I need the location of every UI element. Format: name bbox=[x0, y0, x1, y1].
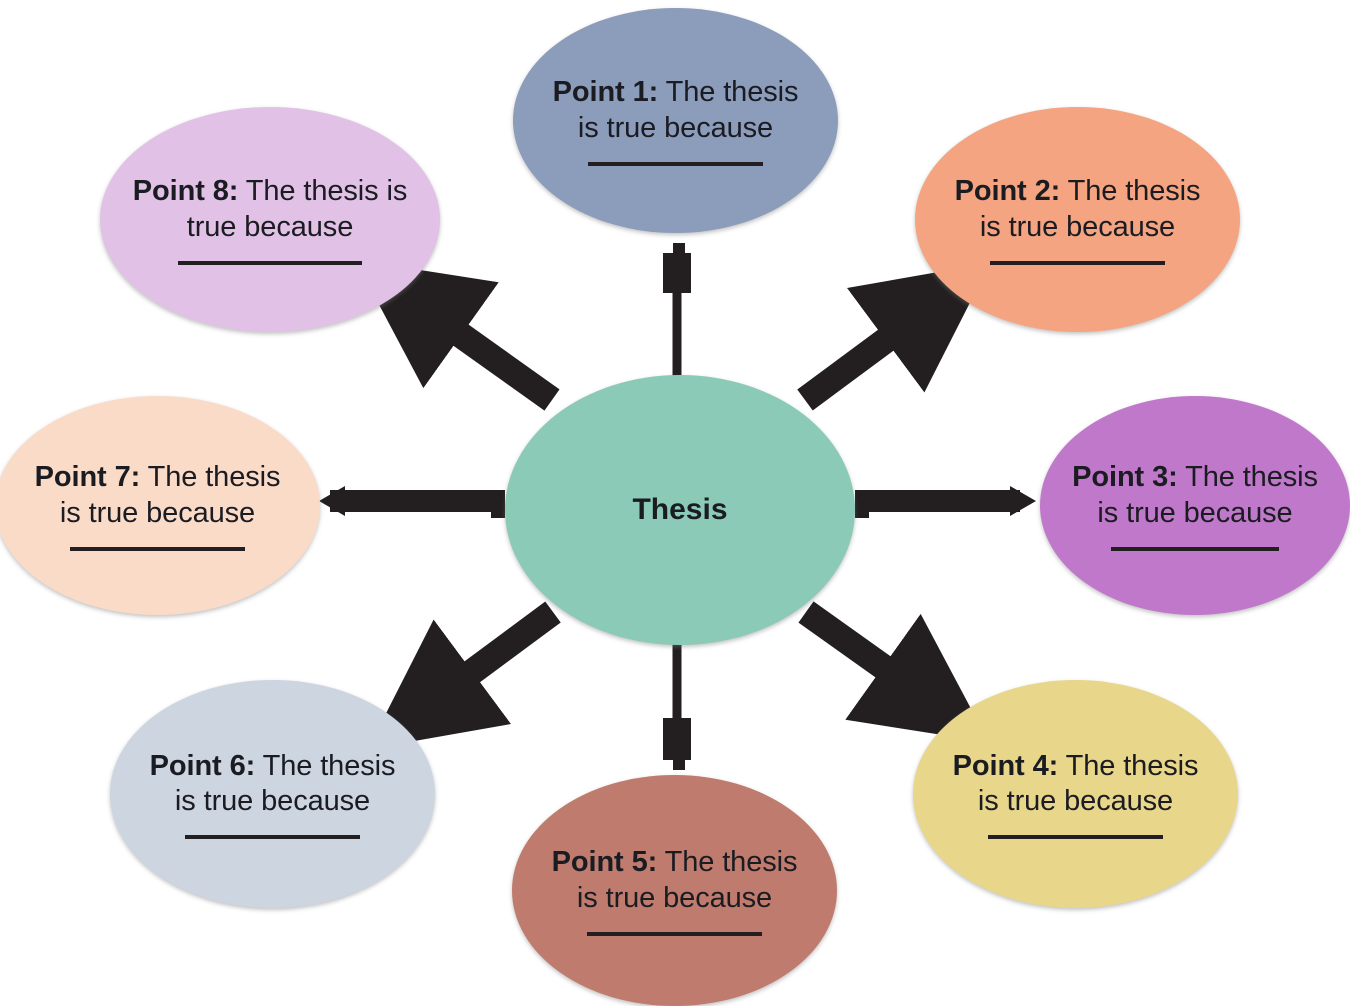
arrow-to-point-7 bbox=[319, 486, 505, 518]
arrow-to-point-2 bbox=[797, 262, 991, 411]
point-7-label: Point 7: bbox=[34, 461, 141, 494]
point-node-3[interactable]: Point 3: The thesis is true because bbox=[1040, 396, 1350, 615]
point-1-body: The thesis is true because bbox=[577, 76, 799, 144]
point-4-label: Point 4: bbox=[952, 749, 1059, 782]
point-3-body: The thesis is true because bbox=[1097, 461, 1318, 529]
point-2-text: Point 2: The thesis is true because bbox=[915, 174, 1240, 245]
point-2-body: The thesis is true because bbox=[979, 175, 1201, 243]
point-6-label: Point 6: bbox=[149, 749, 256, 782]
point-6-body: The thesis is true because bbox=[174, 749, 396, 817]
point-7-body: The thesis is true because bbox=[59, 461, 281, 529]
point-8-label: Point 8: bbox=[132, 175, 239, 208]
point-node-1[interactable]: Point 1: The thesis is true because bbox=[513, 8, 838, 233]
point-5-body: The thesis is true because bbox=[576, 846, 798, 914]
point-node-5[interactable]: Point 5: The thesis is true because bbox=[512, 775, 837, 1006]
point-2-blank-line bbox=[989, 260, 1166, 265]
point-3-blank-line bbox=[1111, 546, 1279, 551]
point-7-text: Point 7: The thesis is true because bbox=[0, 460, 320, 531]
point-6-text: Point 6: The thesis is true because bbox=[110, 749, 435, 820]
point-8-body: The thesis is true because bbox=[186, 175, 408, 243]
point-1-label: Point 1: bbox=[552, 76, 659, 109]
point-node-6[interactable]: Point 6: The thesis is true because bbox=[110, 680, 435, 908]
point-5-blank-line bbox=[586, 931, 763, 936]
arrow-to-point-4 bbox=[798, 601, 989, 743]
point-6-blank-line bbox=[184, 835, 361, 840]
point-3-label: Point 3: bbox=[1072, 461, 1178, 494]
point-5-label: Point 5: bbox=[551, 846, 658, 879]
arrow-to-point-3 bbox=[855, 486, 1036, 518]
point-node-2[interactable]: Point 2: The thesis is true because bbox=[915, 107, 1240, 332]
arrow-to-point-1 bbox=[663, 243, 691, 382]
thesis-node[interactable]: Thesis bbox=[505, 375, 855, 645]
arrow-to-point-6 bbox=[367, 601, 561, 750]
point-node-8[interactable]: Point 8: The thesis is true because bbox=[100, 107, 440, 332]
point-4-body: The thesis is true because bbox=[977, 749, 1199, 817]
point-3-text: Point 3: The thesis is true because bbox=[1040, 460, 1350, 531]
point-1-text: Point 1: The thesis is true because bbox=[513, 75, 838, 146]
point-4-blank-line bbox=[987, 835, 1164, 840]
point-4-text: Point 4: The thesis is true because bbox=[913, 749, 1238, 820]
point-5-text: Point 5: The thesis is true because bbox=[512, 845, 837, 916]
point-1-blank-line bbox=[587, 161, 764, 166]
point-8-blank-line bbox=[178, 260, 362, 265]
arrow-to-point-8 bbox=[355, 259, 560, 411]
arrow-to-point-5 bbox=[663, 640, 691, 770]
point-7-blank-line bbox=[69, 546, 246, 551]
point-node-4[interactable]: Point 4: The thesis is true because bbox=[913, 680, 1238, 908]
point-2-label: Point 2: bbox=[954, 175, 1061, 208]
thesis-label: Thesis bbox=[632, 493, 728, 526]
point-node-7[interactable]: Point 7: The thesis is true because bbox=[0, 396, 320, 615]
point-8-text: Point 8: The thesis is true because bbox=[100, 174, 440, 245]
